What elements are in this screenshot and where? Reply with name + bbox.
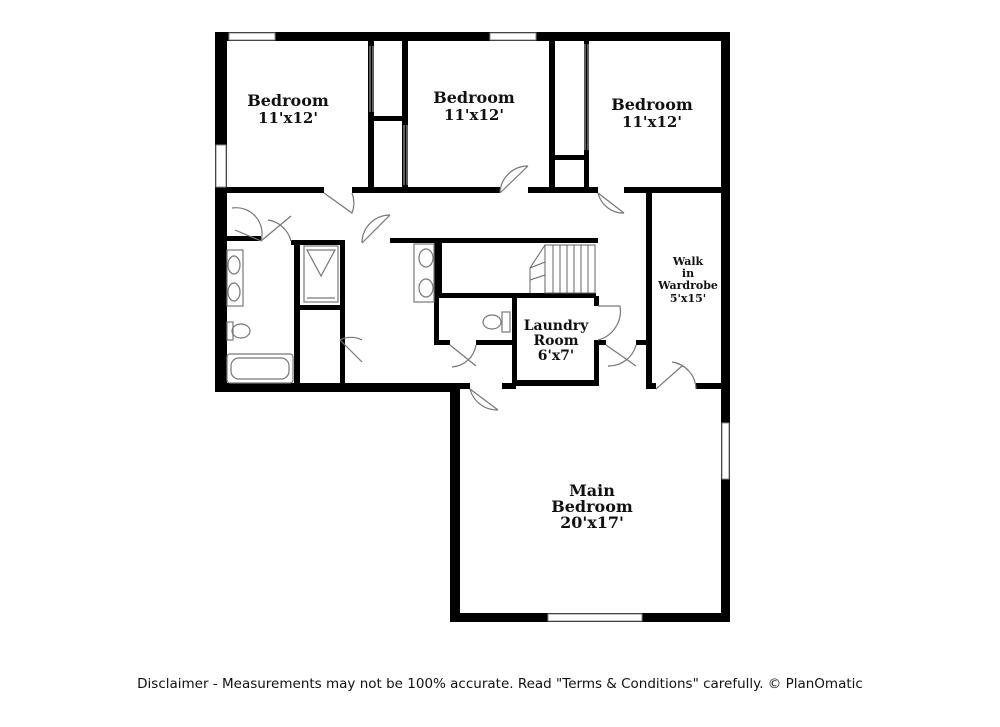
room-name-bedroom-2: Bedroom — [433, 88, 515, 107]
room-size-bedroom-2: 11'x12' — [444, 106, 504, 124]
window — [228, 32, 276, 41]
room-name-walk-in-line1: Walk — [672, 255, 704, 268]
window — [547, 613, 643, 622]
room-name-walk-in-line2: in — [682, 267, 694, 280]
sink — [227, 282, 241, 302]
vanity — [413, 243, 435, 303]
room-name-main-line2: Bedroom — [551, 497, 633, 516]
room-labels: Bedroom 11'x12' Bedroom 11'x12' Bedroom … — [247, 88, 718, 532]
stairs — [529, 244, 596, 294]
room-size-walk-in: 5'x15' — [670, 292, 706, 305]
room-name-walk-in-line3: Wardrobe — [657, 279, 718, 292]
window — [215, 144, 227, 188]
toilet-tank — [501, 311, 511, 333]
shower — [303, 245, 339, 303]
room-name-laundry-line2: Room — [533, 333, 578, 349]
room-name-bedroom-1: Bedroom — [247, 91, 329, 110]
disclaimer-text: Disclaimer - Measurements may not be 100… — [137, 676, 863, 692]
windows — [215, 32, 730, 622]
sink — [418, 248, 434, 268]
door-swings — [231, 165, 697, 411]
toilet-bowl — [231, 323, 251, 339]
room-size-laundry: 6'x7' — [538, 348, 574, 364]
room-size-bedroom-1: 11'x12' — [258, 109, 318, 127]
room-name-laundry-line1: Laundry — [524, 318, 589, 334]
window — [721, 422, 730, 480]
window — [489, 32, 537, 41]
bath-fixtures — [226, 243, 511, 384]
vanity — [226, 249, 244, 307]
sink — [227, 255, 241, 275]
sink — [418, 278, 434, 298]
toilet-bowl — [482, 314, 502, 330]
bathtub — [226, 353, 294, 384]
room-size-bedroom-3: 11'x12' — [622, 113, 682, 131]
room-name-bedroom-3: Bedroom — [611, 95, 693, 114]
room-name-main-line1: Main — [569, 481, 615, 500]
room-size-main: 20'x17' — [560, 513, 624, 532]
toilet-tank — [226, 321, 234, 341]
interior-walls — [227, 41, 724, 389]
closet-doors — [369, 44, 589, 185]
